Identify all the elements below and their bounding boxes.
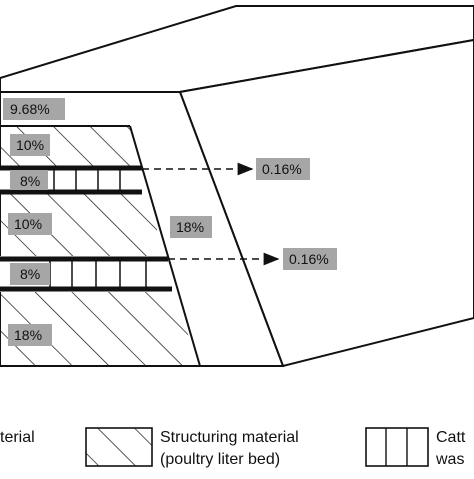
legend-item3-line2: was bbox=[435, 451, 464, 468]
label-outflow-lower: 0.16% bbox=[289, 251, 329, 267]
label-structuring-2: 10% bbox=[14, 216, 42, 232]
label-box-outflow-upper bbox=[256, 158, 310, 180]
legend-item3-line1: Catt bbox=[436, 429, 466, 446]
label-box-cattle-waste-1 bbox=[10, 170, 48, 190]
label-box-side-face bbox=[170, 216, 212, 238]
label-box-outflow-lower bbox=[283, 248, 337, 270]
label-cattle-waste-1: 8% bbox=[20, 173, 40, 189]
outflow-arrows bbox=[142, 162, 280, 266]
label-top: 9.68% bbox=[10, 101, 50, 117]
legend: terial Structuring material (poultry lit… bbox=[0, 427, 466, 468]
legend-item2-line1: Structuring material bbox=[160, 429, 299, 446]
label-box-top bbox=[3, 98, 65, 120]
label-box-structuring-bottom bbox=[8, 324, 52, 346]
inner-block-edge bbox=[129, 125, 201, 367]
legend-cattle-waste-swatch bbox=[365, 427, 429, 467]
legend-item1-text: terial bbox=[0, 429, 35, 446]
label-structuring-bottom: 18% bbox=[14, 327, 42, 343]
legend-item2-line2: (poultry liter bed) bbox=[160, 451, 280, 468]
layer-structuring-bottom bbox=[0, 292, 200, 366]
label-cattle-waste-2: 8% bbox=[20, 266, 40, 282]
legend-structuring-swatch bbox=[85, 427, 153, 467]
layer-stack bbox=[0, 125, 201, 367]
label-side-face: 18% bbox=[176, 219, 204, 235]
pile-top-face bbox=[0, 5, 474, 93]
layer-structuring-2 bbox=[0, 194, 162, 256]
label-outflow-upper: 0.16% bbox=[262, 161, 302, 177]
label-box-structuring-2 bbox=[8, 213, 52, 235]
label-box-cattle-waste-2 bbox=[10, 263, 50, 285]
label-structuring-1: 10% bbox=[16, 137, 44, 153]
percentage-labels: 9.68% 10% 8% 10% 8% 18% 18% 0.16% 0.16% bbox=[3, 98, 337, 346]
label-box-structuring-1 bbox=[10, 134, 50, 156]
